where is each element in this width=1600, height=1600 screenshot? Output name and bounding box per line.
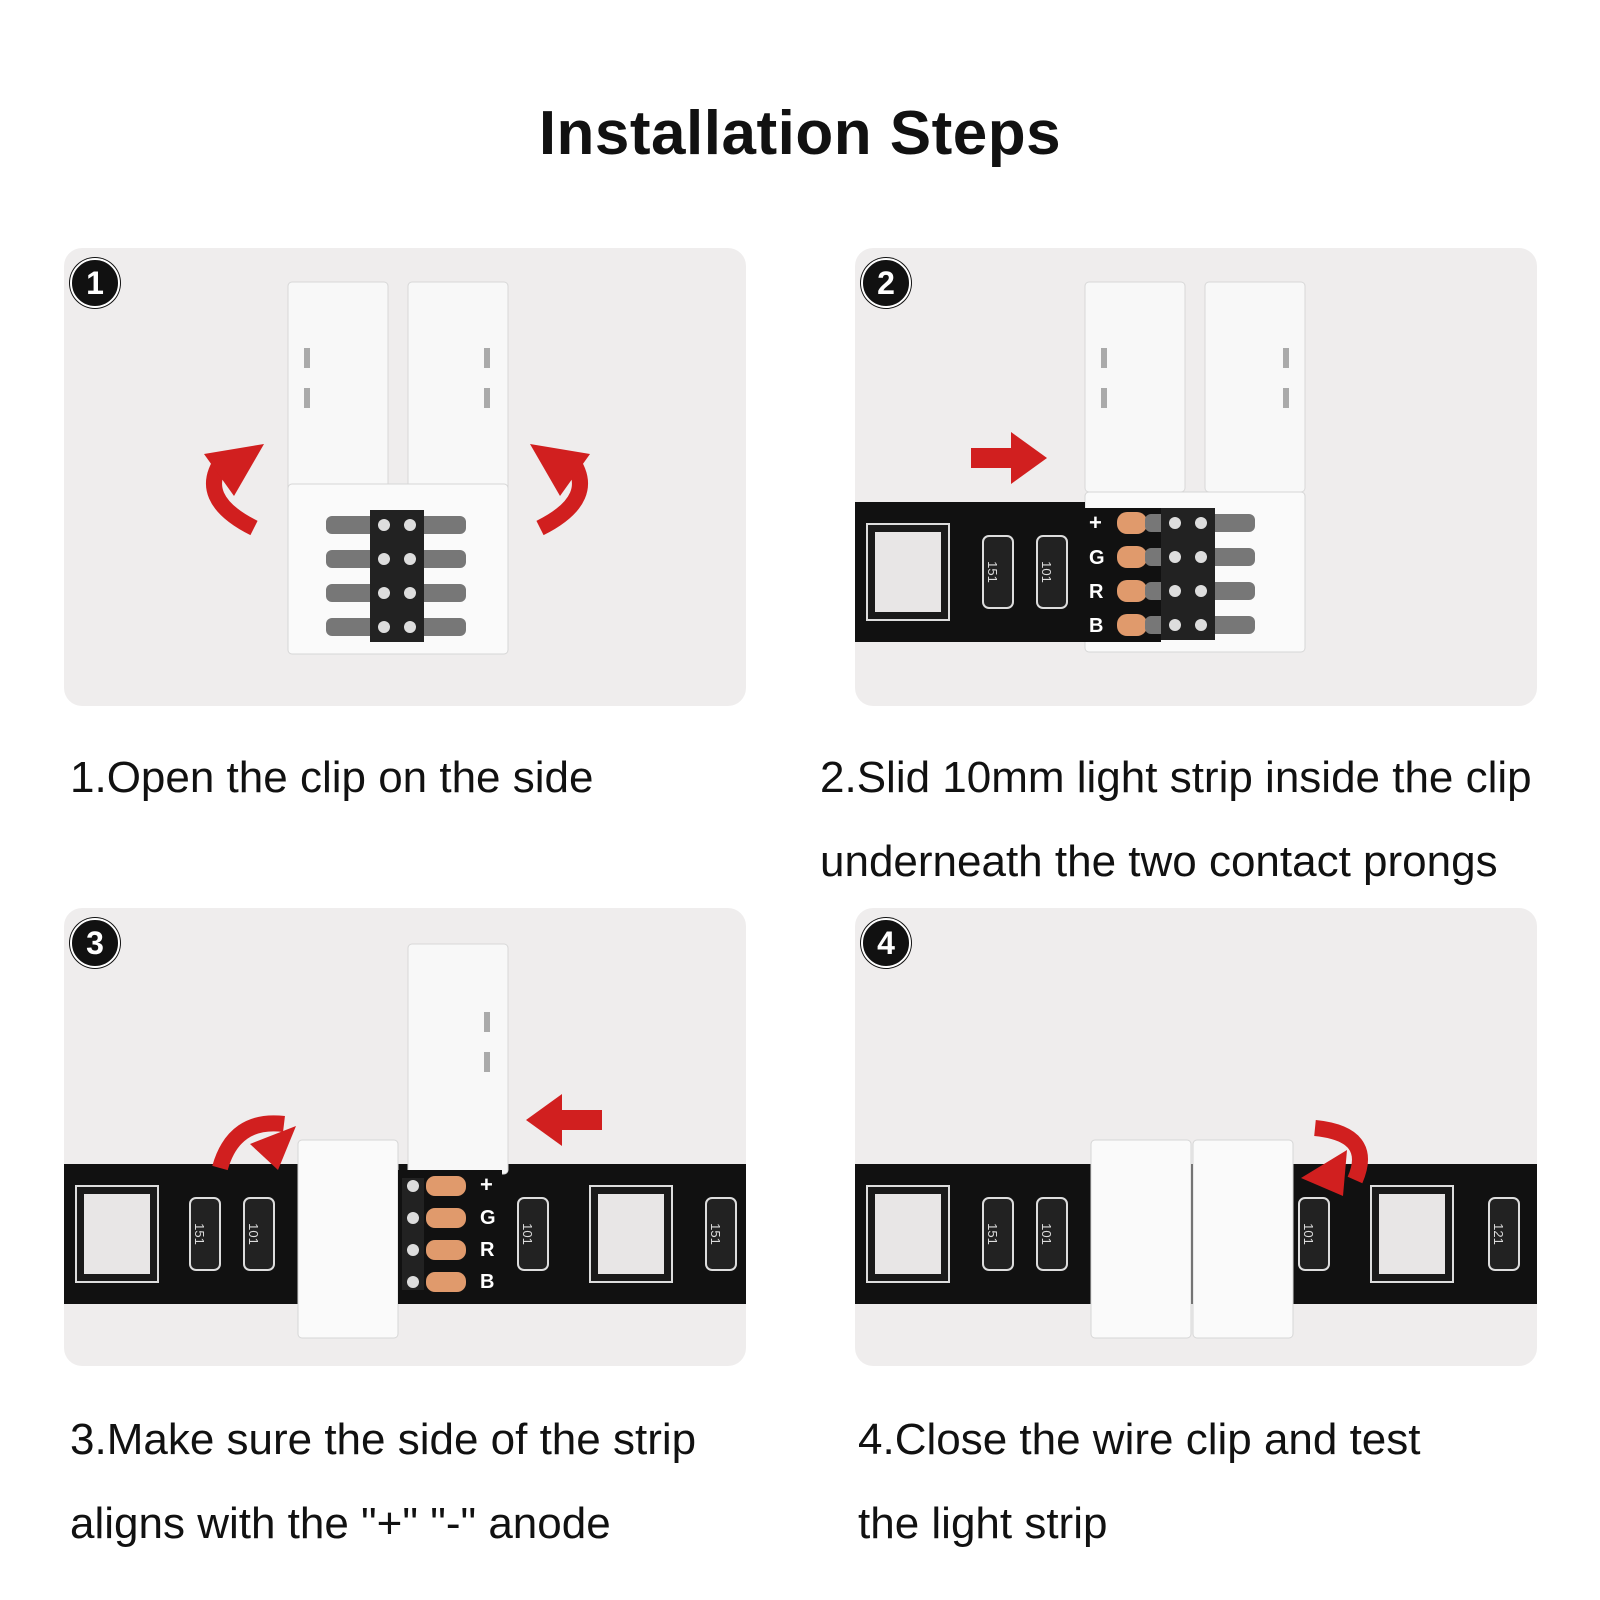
- clip-closed-right: [1192, 1139, 1294, 1339]
- arrow-left-icon: [526, 1094, 602, 1146]
- strip-pads: + G R B: [1089, 510, 1147, 637]
- resistor-label: 151: [985, 1223, 1000, 1245]
- pad-label: R: [480, 1239, 495, 1261]
- resistor-label: 151: [985, 561, 1000, 583]
- step-4-badge: 4: [861, 918, 911, 968]
- clip-closed-left: [1090, 1139, 1192, 1339]
- step-1-badge: 1: [70, 258, 120, 308]
- clip-closed-half: [297, 1139, 399, 1339]
- resistor-label: 121: [1491, 1223, 1506, 1245]
- pad-label: B: [1089, 615, 1103, 637]
- resistor: [189, 1197, 221, 1271]
- resistor: [243, 1197, 275, 1271]
- resistor: [982, 1197, 1014, 1271]
- resistor-label: 101: [1301, 1223, 1316, 1245]
- resistor: [1298, 1197, 1330, 1271]
- resistor: [517, 1197, 549, 1271]
- resistor-label: 101: [520, 1223, 535, 1245]
- step-4-caption: 4.Close the wire clip and test the light…: [858, 1398, 1578, 1566]
- step-4-illustration: 151 101 101 121 4: [855, 908, 1537, 1366]
- step-3-caption: 3.Make sure the side of the strip aligns…: [70, 1398, 800, 1566]
- caption-line: 2.Slid 10mm light strip inside the clip: [820, 753, 1532, 802]
- led-lens: [598, 1194, 664, 1274]
- step-2-illustration: 151 101 + G R B 2: [855, 248, 1537, 706]
- strip-pads: + G R B: [480, 1172, 496, 1293]
- pad-label: +: [1089, 510, 1102, 535]
- step-1-caption: 1.Open the clip on the side: [70, 736, 790, 820]
- step-2-badge: 2: [861, 258, 911, 308]
- curved-arrow-icon: [212, 1115, 285, 1171]
- resistor: [1488, 1197, 1520, 1271]
- caption-line: the light strip: [858, 1499, 1108, 1548]
- contact-pins: [402, 1176, 466, 1292]
- pad-label: +: [480, 1172, 493, 1197]
- clip-arm-right: [407, 281, 509, 493]
- step-3-illustration: 151 101 101 151 + G R B: [64, 908, 746, 1366]
- resistor-label: 101: [1039, 1223, 1054, 1245]
- step-1-illustration: 1: [64, 248, 746, 706]
- caption-line: 4.Close the wire clip and test: [858, 1415, 1421, 1464]
- clip-arm-open: [407, 943, 509, 1175]
- pad-label: B: [480, 1271, 494, 1293]
- led-lens: [84, 1194, 150, 1274]
- step-2-caption: 2.Slid 10mm light strip inside the clip …: [820, 736, 1600, 904]
- contact-pins: [1145, 508, 1255, 640]
- resistor: [1036, 535, 1068, 609]
- resistor-label: 101: [1039, 561, 1054, 583]
- pad-label: G: [1089, 547, 1105, 569]
- resistor: [705, 1197, 737, 1271]
- led-lens: [875, 532, 941, 612]
- curved-arrow-icon: [1313, 1120, 1368, 1184]
- led-lens: [1379, 1194, 1445, 1274]
- page-title: Installation Steps: [538, 99, 1062, 168]
- caption-line: 1.Open the clip on the side: [70, 753, 594, 802]
- step-4-drawing: 151 101 101 121: [855, 1120, 1537, 1339]
- resistor: [1036, 1197, 1068, 1271]
- resistor: [982, 535, 1014, 609]
- contact-pins: [326, 510, 466, 642]
- pad-label: R: [1089, 581, 1104, 603]
- resistor-label: 151: [192, 1223, 207, 1245]
- caption-line: 3.Make sure the side of the strip: [70, 1415, 697, 1464]
- step-3-drawing: 151 101 101 151 + G R B: [64, 943, 746, 1339]
- pad-label: G: [480, 1207, 496, 1229]
- arrow-right-icon: [971, 432, 1047, 484]
- resistor-label: 101: [246, 1223, 261, 1245]
- led-lens: [875, 1194, 941, 1274]
- caption-line: aligns with the "+" "-" anode: [70, 1499, 611, 1548]
- step-2-drawing: 151 101 + G R B: [855, 281, 1306, 653]
- clip-arm-right: [1204, 281, 1306, 493]
- resistor-label: 151: [708, 1223, 723, 1245]
- clip-arm-left: [1084, 281, 1186, 493]
- clip-arm-left: [287, 281, 389, 493]
- caption-line: underneath the two contact prongs: [820, 837, 1498, 886]
- step-1-drawing: [204, 281, 590, 655]
- step-3-badge: 3: [70, 918, 120, 968]
